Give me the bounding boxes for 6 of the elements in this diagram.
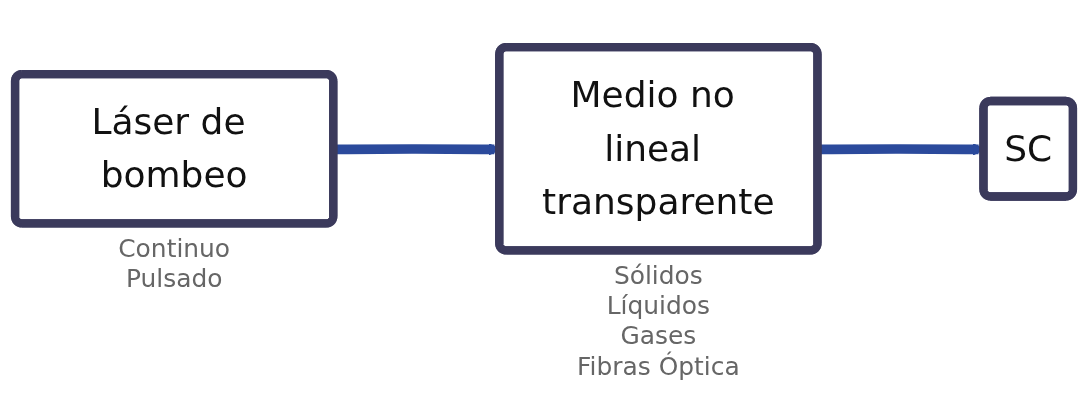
node-caption: Sólidos [613,260,703,290]
node-caption: Fibras Óptica [577,351,740,381]
node-caption: Gases [620,321,697,351]
node-caption: Continuo [118,233,231,263]
node-caption: Pulsado [125,263,223,293]
node-caption: Líquidos [606,290,710,320]
